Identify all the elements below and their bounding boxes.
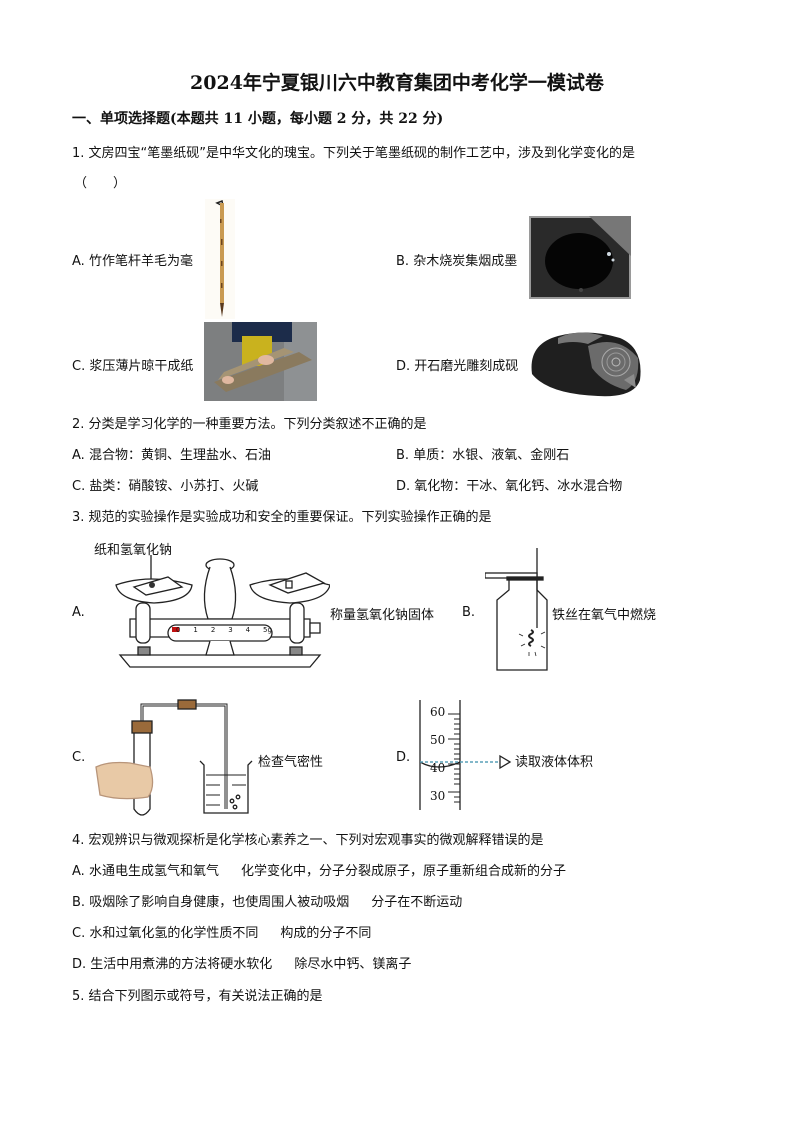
option-text: 氧化物：干冰、氧化钙、冰水混合物 [414, 479, 623, 494]
tick: 4 [245, 626, 251, 634]
tick: 1 [193, 626, 198, 634]
q1-option-d[interactable]: D. 开石磨光雕刻成砚 [396, 355, 518, 374]
q4-option-c[interactable]: C. 水和过氧化氢的化学性质不同 构成的分子不同 [72, 922, 371, 941]
q2-option-a[interactable]: A. 混合物：黄铜、生理盐水、石油 [72, 444, 271, 463]
balance-diagram: 0 1 2 3 4 5g [110, 553, 331, 675]
question-1-answer-bracket: （ ） [74, 176, 127, 191]
option-label: B. [396, 448, 410, 463]
q3-option-a-caption: 称量氢氧化钠固体 [330, 608, 435, 623]
q2-option-b[interactable]: B. 单质：水银、液氧、金刚石 [396, 444, 569, 463]
question-text: 规范的实验操作是实验成功和安全的重要保证。下列实验操作正确的是 [88, 510, 492, 525]
option-explanation: 分子在不断运动 [371, 895, 463, 910]
option-label: A. [72, 448, 85, 463]
option-label: C. [72, 926, 86, 941]
question-4-stem: 4. 宏观辨识与微观探析是化学核心素养之一、下列对宏观事实的微观解释错误的是 [72, 829, 544, 848]
option-label: A. [72, 605, 85, 620]
q1-option-a[interactable]: A. 竹作笔杆羊毛为毫 [72, 250, 193, 269]
brush-photo [205, 199, 235, 319]
option-fact: 水通电生成氢气和氧气 [88, 864, 219, 879]
option-label: C. [72, 750, 86, 765]
option-text: 浆压薄片晾干成纸 [89, 359, 194, 374]
scale-ticks: 0 1 2 3 4 5g [176, 626, 272, 634]
q3-option-a[interactable]: A. [72, 605, 85, 620]
option-label: D. [396, 479, 411, 494]
option-text: 竹作笔杆羊毛为毫 [88, 254, 193, 269]
question-number: 3. [72, 510, 85, 525]
option-text: 杂木烧炭集烟成墨 [413, 254, 518, 269]
q3-option-c-caption: 检查气密性 [258, 755, 324, 770]
inkstone-photo [528, 324, 646, 400]
ink-photo [529, 216, 631, 299]
tick: 2 [210, 626, 216, 634]
question-1-stem: 1. 文房四宝“笔墨纸砚”是中华文化的瑰宝。下列关于笔墨纸砚的制作工艺中，涉及到… [72, 142, 635, 161]
diagram-label-paper-naoh: 纸和氢氧化钠 [94, 543, 173, 558]
q1-option-b[interactable]: B. 杂木烧炭集烟成墨 [396, 250, 517, 269]
question-text: 文房四宝“笔墨纸砚”是中华文化的瑰宝。下列关于笔墨纸砚的制作工艺中，涉及到化学变… [88, 146, 636, 161]
exam-title: 2024年宁夏银川六中教育集团中考化学一模试卷 [190, 72, 604, 94]
option-explanation: 化学变化中，分子分裂成原子，原子重新组合成新的分子 [240, 864, 566, 879]
question-text: 分类是学习化学的一种重要方法。下列分类叙述不正确的是 [88, 417, 427, 432]
option-fact: 吸烟除了影响自身健康，也使周围人被动吸烟 [89, 895, 350, 910]
question-text: 宏观辨识与微观探析是化学核心素养之一、下列对宏观事实的微观解释错误的是 [88, 833, 544, 848]
q3-option-d[interactable]: D. [396, 750, 410, 765]
q1-option-c[interactable]: C. 浆压薄片晾干成纸 [72, 355, 193, 374]
section-heading: 一、单项选择题(本题共 11 小题，每小题 2 分，共 22 分) [72, 111, 444, 127]
q4-option-d[interactable]: D. 生活中用煮沸的方法将硬水软化 除尽水中钙、镁离子 [72, 953, 411, 972]
question-3-stem: 3. 规范的实验操作是实验成功和安全的重要保证。下列实验操作正确的是 [72, 506, 492, 525]
option-label: C. [72, 359, 86, 374]
question-5-stem: 5. 结合下列图示或符号，有关说法正确的是 [72, 985, 323, 1004]
question-2-stem: 2. 分类是学习化学的一种重要方法。下列分类叙述不正确的是 [72, 413, 427, 432]
option-text: 单质：水银、液氧、金刚石 [413, 448, 570, 463]
option-text: 开石磨光雕刻成砚 [414, 359, 519, 374]
question-number: 5. [72, 989, 85, 1004]
cylinder-tick-50: 50 [430, 733, 446, 747]
q3-option-c[interactable]: C. [72, 750, 85, 765]
tick: 0 [176, 626, 181, 634]
tick: 3 [228, 626, 233, 634]
tick: 5g [263, 626, 272, 634]
q4-option-b[interactable]: B. 吸烟除了影响自身健康，也使周围人被动吸烟 分子在不断运动 [72, 891, 462, 910]
option-explanation: 除尽水中钙、镁离子 [294, 957, 412, 972]
option-label: B. [396, 254, 410, 269]
airtightness-diagram [90, 697, 260, 819]
option-fact: 水和过氧化氢的化学性质不同 [89, 926, 259, 941]
graduated-cylinder-diagram: 60 50 40 30 [418, 698, 518, 813]
question-number: 4. [72, 833, 85, 848]
q3-option-b-caption: 铁丝在氧气中燃烧 [552, 608, 657, 623]
q4-option-a[interactable]: A. 水通电生成氢气和氧气 化学变化中，分子分裂成原子，原子重新组合成新的分子 [72, 860, 566, 879]
option-text: 盐类：硝酸铵、小苏打、火碱 [89, 479, 259, 494]
option-explanation: 构成的分子不同 [280, 926, 372, 941]
option-label: A. [72, 254, 85, 269]
gas-bottle-diagram [484, 548, 555, 673]
q3-option-d-caption: 读取液体体积 [515, 755, 594, 770]
cylinder-tick-60: 60 [430, 705, 446, 719]
question-number: 2. [72, 417, 85, 432]
option-label: D. [396, 359, 411, 374]
option-label: A. [72, 864, 85, 879]
question-text: 结合下列图示或符号，有关说法正确的是 [88, 989, 323, 1004]
q2-option-d[interactable]: D. 氧化物：干冰、氧化钙、冰水混合物 [396, 475, 622, 494]
q2-option-c[interactable]: C. 盐类：硝酸铵、小苏打、火碱 [72, 475, 258, 494]
question-number: 1. [72, 146, 85, 161]
option-label: C. [72, 479, 86, 494]
option-text: 混合物：黄铜、生理盐水、石油 [88, 448, 271, 463]
option-label: D. [72, 957, 87, 972]
q3-option-b[interactable]: B. [462, 605, 475, 620]
cylinder-tick-40: 40 [430, 761, 446, 775]
papermaking-photo [204, 322, 317, 401]
option-label: B. [72, 895, 86, 910]
cylinder-tick-30: 30 [430, 789, 446, 803]
option-label: D. [396, 750, 411, 765]
option-fact: 生活中用煮沸的方法将硬水软化 [90, 957, 273, 972]
option-label: B. [462, 605, 476, 620]
